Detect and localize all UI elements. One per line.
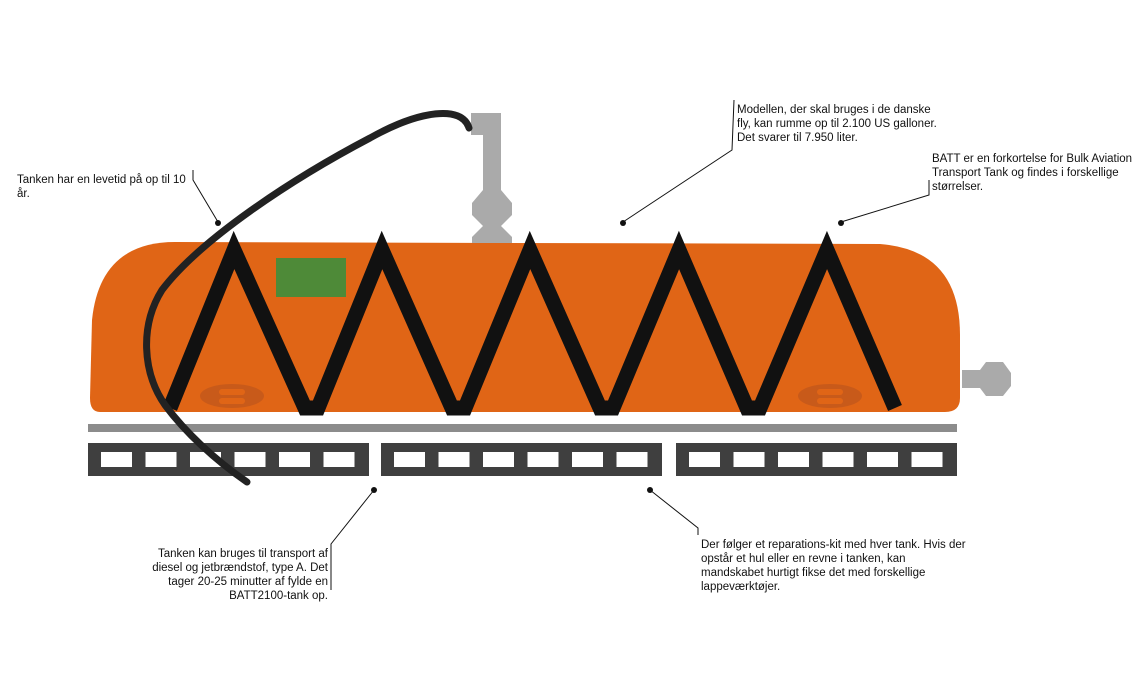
- pallet-slot: [438, 452, 470, 467]
- side-outlet-fitting: [962, 362, 1011, 396]
- pallet-slot: [778, 452, 809, 467]
- annotation-capacity: Modellen, der skal bruges i de danske fl…: [737, 104, 937, 144]
- pallet-slot: [527, 452, 559, 467]
- top-fill-fitting: [471, 113, 512, 243]
- leader-lines: [192, 99, 930, 590]
- pallet-slot: [822, 452, 854, 467]
- drain-valve-right: [798, 384, 862, 408]
- pallet-slot: [616, 452, 648, 467]
- leader-dot-repair: [647, 487, 653, 493]
- pallet-slot: [911, 452, 943, 467]
- leader-dot-batt: [838, 220, 844, 226]
- pallet-slot: [394, 452, 425, 467]
- pallet-slot: [323, 452, 355, 467]
- pallet-slot: [689, 452, 720, 467]
- leader-dot-transport: [371, 487, 377, 493]
- pallet-slot: [145, 452, 177, 467]
- fuel-hose: [143, 109, 473, 486]
- annotation-lifetime: Tanken har en levetid på op til 10 år.: [17, 174, 186, 200]
- pallet-slot: [234, 452, 266, 467]
- drain-valve-left: [200, 384, 264, 408]
- annotation-transport: Tanken kan bruges til transport af diese…: [152, 548, 328, 602]
- tank-label-patch: [276, 258, 346, 297]
- pallet-slot: [572, 452, 603, 467]
- pallet-top-rail: [88, 424, 957, 432]
- pallet-slot: [733, 452, 765, 467]
- tank-straps: [163, 230, 902, 416]
- pallet-beam-middle: [381, 443, 662, 476]
- pallet-slot: [483, 452, 514, 467]
- pallet-beam-right: [676, 443, 957, 476]
- pallet-slot: [279, 452, 310, 467]
- leader-dot-lifetime: [215, 220, 221, 226]
- annotation-repair: Der følger et reparations-kit med hver t…: [701, 539, 966, 593]
- pallet-slot: [101, 452, 132, 467]
- leader-dots: [215, 220, 844, 493]
- pallet-slot: [867, 452, 898, 467]
- leader-dot-capacity: [620, 220, 626, 226]
- annotation-batt: BATT er en forkortelse for Bulk Aviation…: [932, 153, 1133, 193]
